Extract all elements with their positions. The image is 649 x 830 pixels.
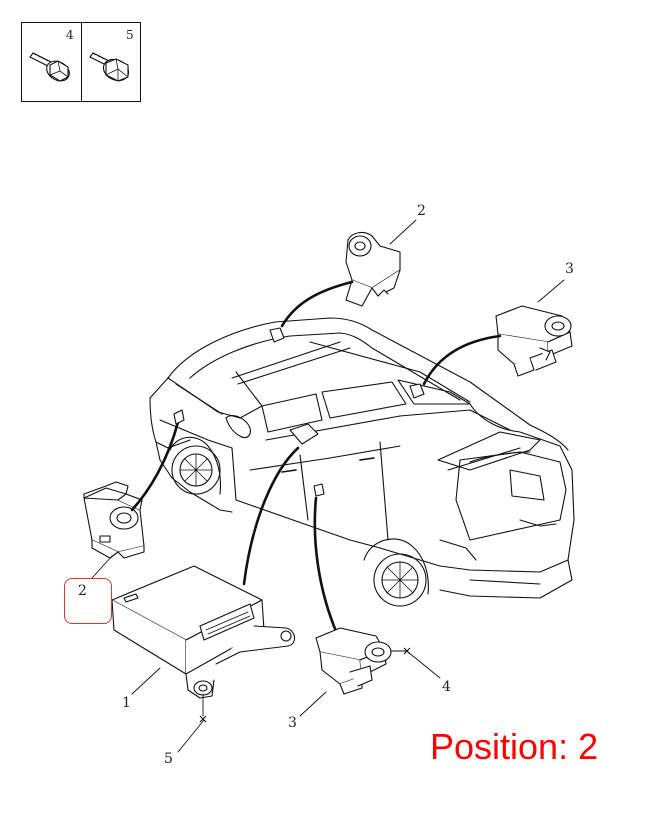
selected-callout-highlight[interactable] — [64, 578, 112, 624]
leader-bottom-sensor — [313, 496, 340, 638]
callout-3-right: 3 — [565, 261, 574, 277]
leader-center-module — [242, 446, 300, 586]
front-left-crash-sensor — [83, 481, 145, 559]
leader-front-left-sensor — [130, 420, 180, 512]
callout-line-5 — [177, 719, 205, 753]
legend-number-5: 5 — [126, 28, 134, 42]
hex-nut-bolt-icon — [89, 52, 130, 82]
callout-2-left: 2 — [78, 583, 87, 599]
airbag-control-module — [111, 565, 296, 699]
mount-point-right — [409, 383, 425, 399]
leader-right-sensor — [422, 334, 502, 386]
fastener-legend: 4 5 — [21, 22, 141, 102]
callout-line-4 — [407, 651, 441, 679]
flange-bolt-icon — [29, 52, 70, 82]
callout-1: 1 — [122, 695, 131, 711]
rear-side-crash-sensor — [495, 305, 573, 377]
legend-number-4: 4 — [66, 28, 74, 42]
callout-line-3-bottom — [299, 691, 327, 717]
bolt-cross-marks — [199, 647, 411, 723]
side-crash-sensor-bottom — [315, 627, 392, 695]
callout-line-2-left — [91, 555, 113, 579]
leader-top-sensor — [280, 280, 354, 328]
callout-line-1 — [131, 667, 161, 695]
mount-point-bottom — [313, 483, 325, 497]
callout-line-3-right — [537, 279, 565, 303]
callout-4: 4 — [442, 679, 451, 695]
mount-point-front-left — [173, 409, 185, 425]
mount-point-top — [269, 327, 285, 343]
callout-2-top: 2 — [417, 203, 426, 219]
legend-drawings — [29, 52, 130, 82]
center-mount-plate — [289, 423, 319, 445]
callout-line-2-top — [389, 219, 417, 245]
legend-divider — [81, 23, 83, 101]
position-label: Position: 2 — [430, 726, 599, 767]
pillar-crash-sensor-top — [345, 231, 401, 307]
callout-5: 5 — [164, 751, 173, 767]
callout-3-bottom: 3 — [288, 715, 297, 731]
